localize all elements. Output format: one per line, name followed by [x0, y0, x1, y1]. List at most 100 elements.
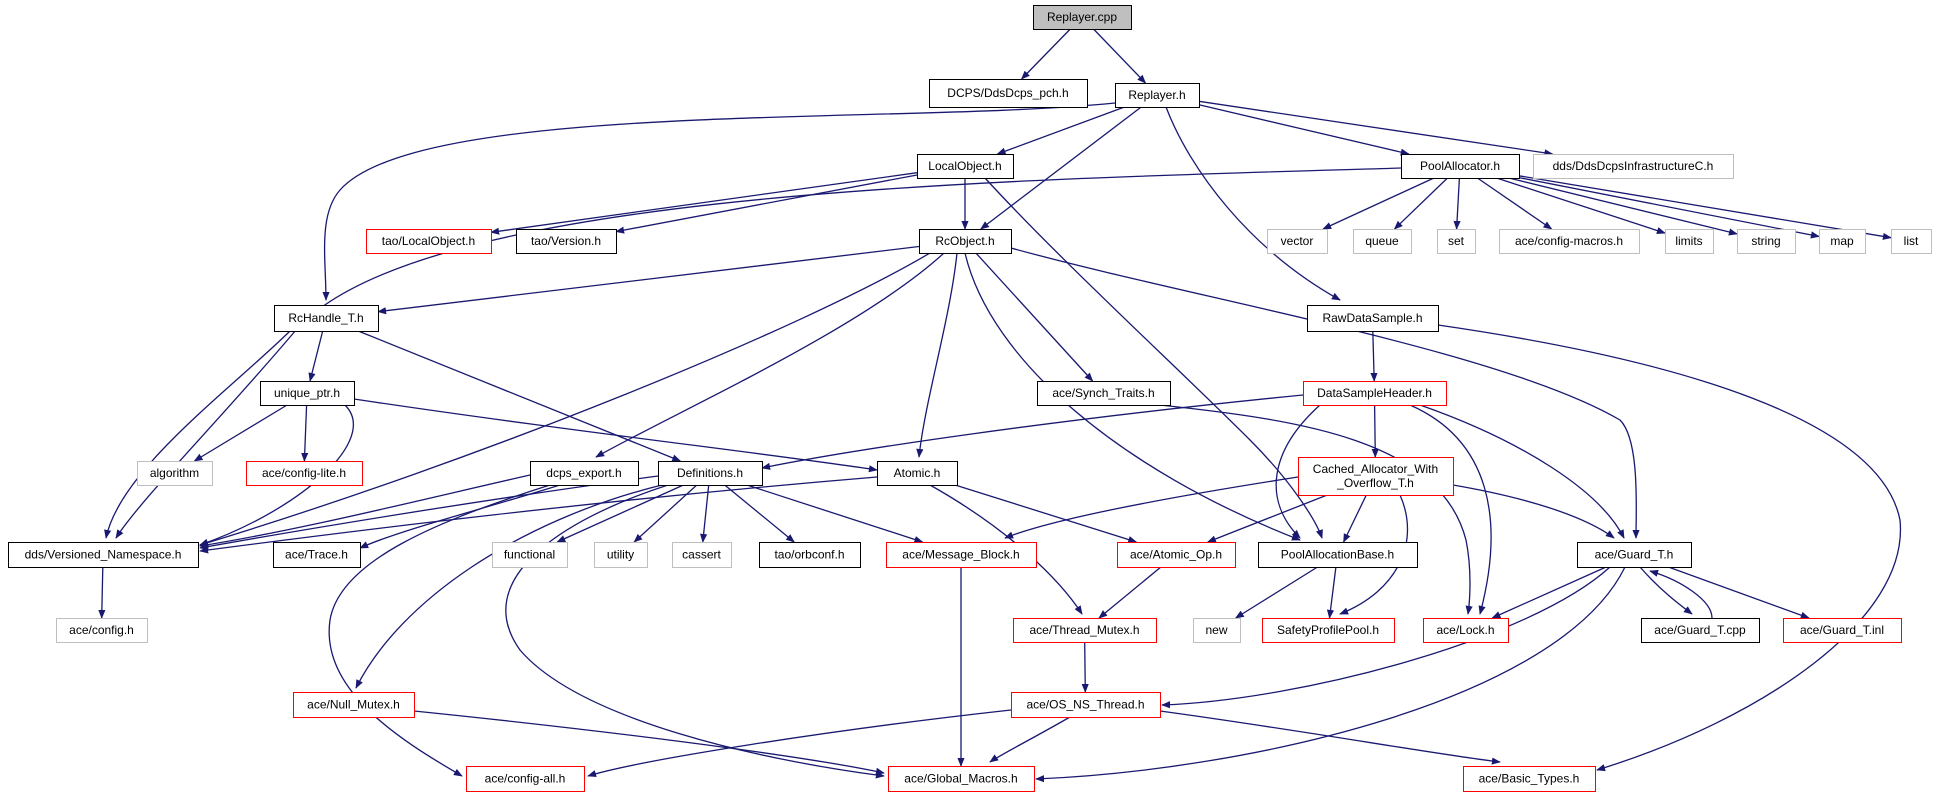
node-box [658, 461, 763, 486]
node-ace-os-ns-thread[interactable]: ace/OS_NS_Thread.h [1011, 692, 1161, 718]
edge-rcobject_h-to-atomic_h [916, 252, 958, 458]
node-rawdatasample[interactable]: RawDataSample.h [1307, 305, 1439, 332]
edge-datasampleheader-to-ace_lock [1409, 404, 1492, 615]
node-definitions[interactable]: Definitions.h [658, 461, 763, 486]
node-cassert[interactable]: cassert [672, 542, 732, 568]
node-poolallocator-h[interactable]: PoolAllocator.h [1401, 154, 1520, 179]
node-poolallocationbase[interactable]: PoolAllocationBase.h [1258, 542, 1418, 568]
edge-poolallocator_h-to-set [1453, 177, 1461, 230]
node-atomic-h[interactable]: Atomic.h [877, 461, 958, 486]
node-ace-basic-types[interactable]: ace/Basic_Types.h [1463, 766, 1596, 792]
edge-rchandle_t-to-versioned_ns [104, 330, 291, 539]
node-label-line2: _Overflow_T.h [1336, 476, 1414, 490]
node-box [260, 381, 355, 406]
edge-datasampleheader-to-poolallocationbase [1275, 404, 1321, 539]
node-ace-guard-t-h[interactable]: ace/Guard_T.h [1577, 542, 1692, 568]
edge-rchandle_t-to-unique_ptr [308, 330, 324, 382]
node-rchandle-t[interactable]: RcHandle_T.h [274, 305, 379, 332]
node-tao-orbconf[interactable]: tao/orbconf.h [759, 542, 861, 568]
node-label: tao/orbconf.h [774, 548, 844, 562]
node-ace-synch-traits[interactable]: ace/Synch_Traits.h [1037, 381, 1171, 406]
node-ace-guard-t-inl[interactable]: ace/Guard_T.inl [1783, 618, 1902, 643]
node-box [1037, 381, 1171, 406]
node-ace-null-mutex[interactable]: ace/Null_Mutex.h [293, 692, 415, 718]
node-ace-guard-t-cpp[interactable]: ace/Guard_T.cpp [1641, 618, 1760, 643]
edges-layer [98, 28, 1902, 783]
node-box [8, 542, 199, 568]
node-box [246, 461, 363, 486]
node-unique-ptr[interactable]: unique_ptr.h [260, 381, 355, 406]
edge-rcobject_h-to-versioned_ns [199, 252, 931, 547]
node-label: dds/Versioned_Namespace.h [25, 548, 182, 562]
edge-cached_alloc-to-ace_guard_t_h [1452, 484, 1615, 539]
node-ace-thread-mutex[interactable]: ace/Thread_Mutex.h [1013, 618, 1157, 643]
edge-poolallocator_h-to-queue [1393, 177, 1448, 230]
edge-ace_guard_t_cpp-to-ace_guard_t_h [1649, 569, 1713, 619]
node-replayer-h[interactable]: Replayer.h [1115, 83, 1200, 108]
node-algorithm[interactable]: algorithm [137, 461, 213, 486]
node-tao-version[interactable]: tao/Version.h [516, 229, 617, 254]
edge-unique_ptr-to-atomic_h [353, 398, 878, 473]
node-box [1115, 83, 1200, 108]
node-tao-localobject[interactable]: tao/LocalObject.h [366, 229, 492, 254]
node-label: utility [607, 548, 634, 562]
node-vector[interactable]: vector [1267, 229, 1328, 254]
node-label: dds/DdsDcpsInfrastructureC.h [1553, 159, 1714, 173]
node-safetyprofilepool[interactable]: SafetyProfilePool.h [1262, 618, 1395, 643]
node-ace-config-h[interactable]: ace/config.h [56, 618, 148, 643]
node-datasampleheader[interactable]: DataSampleHeader.h [1303, 381, 1447, 406]
node-dds-infra[interactable]: dds/DdsDcpsInfrastructureC.h [1533, 154, 1734, 179]
node-dcps-export[interactable]: dcps_export.h [530, 461, 639, 486]
node-ace-lock[interactable]: ace/Lock.h [1423, 618, 1509, 643]
edge-dcps_export-to-versioned_ns [199, 474, 531, 549]
edge-localobject_h-to-tao_version [615, 174, 918, 234]
edge-definitions-to-ace_null_mutex [355, 484, 663, 689]
node-list[interactable]: list [1891, 229, 1932, 254]
node-box [466, 766, 585, 792]
node-box [672, 542, 732, 568]
node-queue[interactable]: queue [1353, 229, 1412, 254]
node-box [492, 542, 568, 568]
node-limits[interactable]: limits [1665, 229, 1714, 254]
node-ace-config-macros[interactable]: ace/config-macros.h [1499, 229, 1640, 254]
node-box [886, 542, 1037, 568]
node-set[interactable]: set [1437, 229, 1476, 254]
node-label-prefix: ace/ [1479, 772, 1502, 786]
node-box [1641, 618, 1760, 643]
node-label: ace/Thread_Mutex.h [1029, 623, 1139, 637]
node-label: functional [504, 548, 555, 562]
edge-replayer_h-to-localobject_h [996, 106, 1125, 155]
node-ace-config-all[interactable]: ace/config-all.h [466, 766, 585, 792]
node-ace-config-lite[interactable]: ace/config-lite.h [246, 461, 363, 486]
node-ace-global-macros[interactable]: ace/Global_Macros.h [888, 766, 1035, 792]
node-map[interactable]: map [1819, 229, 1866, 254]
node-replayer-cpp[interactable]: Replayer.cpp [1033, 5, 1132, 30]
node-label: DCPS/DdsDcps_pch.h [947, 86, 1068, 100]
edge-poolallocator_h-to-string [1508, 177, 1738, 236]
node-box [919, 229, 1012, 254]
node-label: RawDataSample.h [1322, 311, 1422, 325]
node-cached-alloc[interactable]: Cached_Allocator_With_Overflow_T.h [1298, 457, 1454, 496]
edge-datasampleheader-to-cached_alloc [1371, 404, 1379, 458]
node-ace-message-block[interactable]: ace/Message_Block.h [886, 542, 1037, 568]
node-rcobject-h[interactable]: RcObject.h [919, 229, 1012, 254]
node-localobject-h[interactable]: LocalObject.h [917, 154, 1014, 179]
edge-datasampleheader-to-ace_guard_t_h [1419, 404, 1625, 539]
node-utility[interactable]: utility [594, 542, 648, 568]
node-ace-atomic-op[interactable]: ace/Atomic_Op.h [1117, 542, 1236, 568]
node-label: ace/config-macros.h [1515, 234, 1623, 248]
node-label: set [1448, 234, 1465, 248]
node-label: Replayer.h [1128, 88, 1185, 102]
node-label: string [1751, 234, 1780, 248]
node-dcps-pch[interactable]: DCPS/DdsDcps_pch.h [929, 79, 1088, 108]
node-label: queue [1365, 234, 1399, 248]
node-string[interactable]: string [1737, 229, 1796, 254]
node-ace-trace[interactable]: ace/Trace.h [273, 542, 361, 568]
node-functional[interactable]: functional [492, 542, 568, 568]
node-versioned-ns[interactable]: dds/Versioned_Namespace.h [8, 542, 199, 568]
edge-definitions-to-versioned_ns [199, 475, 659, 551]
node-new[interactable]: new [1193, 618, 1241, 643]
node-label: dcps_export.h [546, 466, 621, 480]
edge-definitions-to-cassert [700, 484, 710, 543]
edge-replayer_h-to-dds_infra [1198, 100, 1554, 157]
